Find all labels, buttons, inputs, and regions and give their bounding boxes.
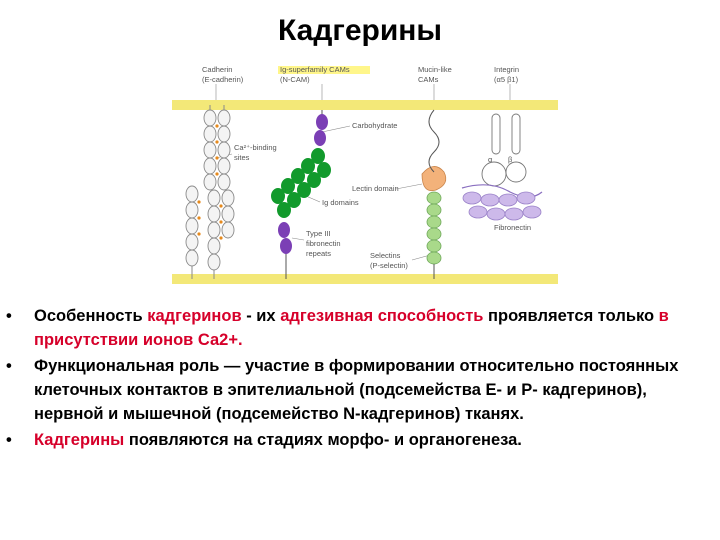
bullet-1-text-3: проявляется только <box>483 307 659 325</box>
label-igsf: Ig-superfamily CAMs <box>280 65 350 74</box>
label-type3-sub2: repeats <box>306 249 331 258</box>
label-mucin-sub: CAMs <box>418 75 439 84</box>
bullet-dot: • <box>6 357 12 375</box>
bullet-3: • Кадгерины появляются на стадиях морфо-… <box>0 428 720 452</box>
bullet-3-highlight: Кадгерины <box>34 431 125 449</box>
label-ca-binding: Ca²⁺-binding <box>234 143 277 152</box>
label-selectins-sub: (P-selectin) <box>370 261 408 270</box>
upper-membrane <box>172 100 558 110</box>
integrin <box>461 113 543 221</box>
label-cadherin: Cadherin <box>202 65 232 74</box>
lower-membrane <box>172 274 558 284</box>
bullet-1-text-2: - их <box>241 307 281 325</box>
slide-title: Кадгерины <box>277 14 443 47</box>
label-carbohydrate: Carbohydrate <box>352 121 397 130</box>
label-ig-domains: Ig domains <box>322 198 359 207</box>
bullet-2: • Функциональная роль — участие в формир… <box>0 354 720 426</box>
bullet-list: • Особенность кадгеринов - их адгезивная… <box>0 304 720 454</box>
cam-diagram: Cadherin (E-cadherin) Ig-superfamily CAM… <box>172 58 558 316</box>
label-mucin: Mucin-like <box>418 65 452 74</box>
bullet-1-highlight-2: адгезивная способность <box>280 307 484 325</box>
label-cadherin-sub: (E-cadherin) <box>202 75 244 84</box>
label-selectins: Selectins <box>370 251 401 260</box>
cam-diagram-svg: Cadherin (E-cadherin) Ig-superfamily CAM… <box>172 65 558 284</box>
bullet-1-highlight-1: кадгеринов <box>147 307 242 325</box>
bullet-1-highlight-3: в присутствии ионов Са2+. <box>34 307 669 349</box>
bullet-dot: • <box>6 431 12 449</box>
bullet-3-text: появляются на стадиях морфо- и органоген… <box>124 431 522 449</box>
label-igsf-highlight <box>278 66 370 74</box>
cadherin-chains <box>185 105 235 279</box>
label-type3: Type III <box>306 229 331 238</box>
label-integrin-sub: (α5 β1) <box>494 75 519 84</box>
bullet-1-text-1: Особенность <box>34 307 148 325</box>
label-alpha: α <box>488 155 493 164</box>
mucin-strand <box>428 109 440 173</box>
label-type3-sub: fibronectin <box>306 239 341 248</box>
label-lectin: Lectin domain <box>352 184 399 193</box>
label-fibronectin: Fibronectin <box>494 223 531 232</box>
label-integrin: Integrin <box>494 65 519 74</box>
bullet-1: • Особенность кадгеринов - их адгезивная… <box>0 304 720 352</box>
bullet-dot: • <box>6 307 12 325</box>
selectin <box>421 166 447 279</box>
ig-superfamily-cam <box>271 110 331 279</box>
bullet-2-text: Функциональная роль — участие в формиров… <box>34 357 679 423</box>
label-igsf-sub: (N-CAM) <box>280 75 310 84</box>
label-beta: β <box>508 155 513 164</box>
label-ca-binding-sub: sites <box>234 153 250 162</box>
